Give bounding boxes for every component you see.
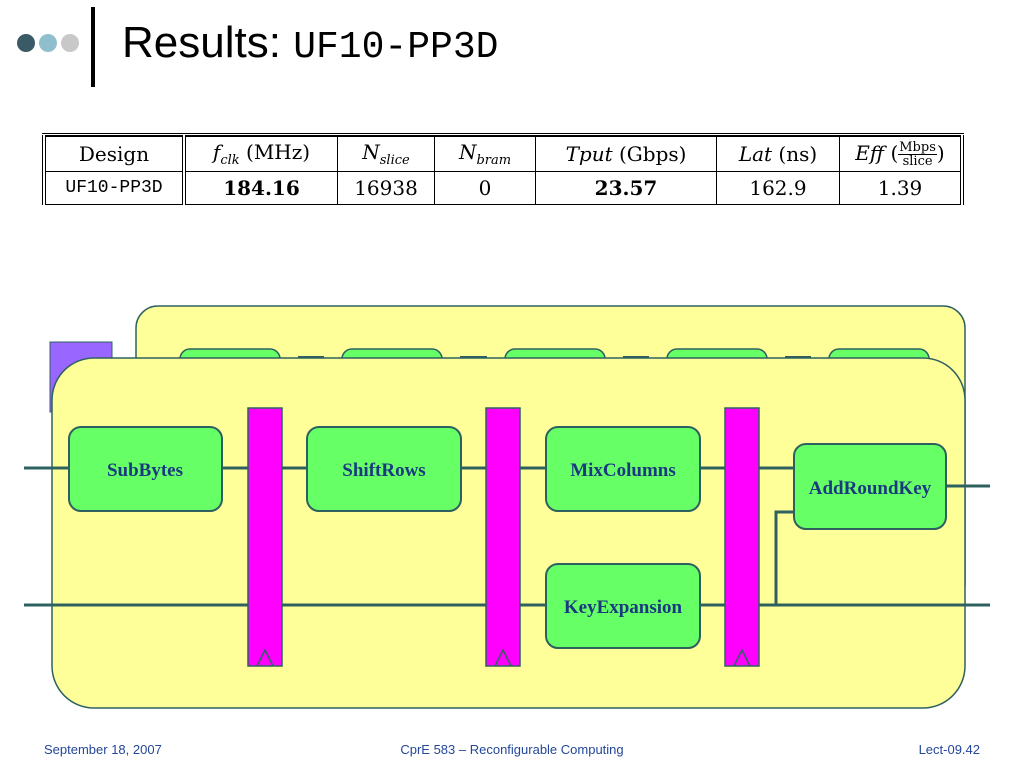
cell-fclk: 184.16 [183, 171, 338, 205]
header-fclk: fclk (MHz) [183, 135, 338, 172]
keyexpansion-label: KeyExpansion [564, 597, 683, 618]
footer-course: CprE 583 – Reconfigurable Computing [400, 742, 624, 757]
shiftrows-block: ShiftRows [306, 426, 462, 512]
table-header-row: Design fclk (MHz) Nslice Nbram Tput (Gbp… [42, 135, 964, 172]
cell-eff: 1.39 [839, 171, 964, 205]
title-design: UF10-PP3D [293, 26, 499, 69]
pipeline-register-3 [724, 407, 760, 667]
cell-nbram: 0 [434, 171, 536, 205]
footer-lecture: Lect-09.42 [918, 742, 980, 757]
mixcolumns-label: MixColumns [570, 460, 676, 481]
header-design: Design [42, 135, 186, 172]
page-title: Results: UF10-PP3D [122, 18, 498, 69]
cell-lat: 162.9 [716, 171, 840, 205]
subbytes-block: SubBytes [68, 426, 223, 512]
addroundkey-label: AddRoundKey [809, 478, 932, 499]
header-nbram: Nbram [434, 135, 536, 172]
shiftrows-label: ShiftRows [342, 460, 425, 481]
header-tput: Tput (Gbps) [535, 135, 717, 172]
keyexpansion-block: KeyExpansion [545, 563, 701, 649]
title-divider [91, 7, 95, 87]
wire-key-to-addroundkey [774, 510, 794, 605]
table-row: UF10-PP3D 184.16 16938 0 23.57 162.9 1.3… [42, 171, 964, 205]
title-prefix: Results: [122, 18, 281, 67]
bullet-dots-icon [17, 34, 87, 54]
mixcolumns-block: MixColumns [545, 426, 701, 512]
pipeline-register-2 [485, 407, 521, 667]
pipeline-register-1 [247, 407, 283, 667]
results-table: Design fclk (MHz) Nslice Nbram Tput (Gbp… [42, 135, 964, 205]
subbytes-label: SubBytes [107, 460, 183, 481]
cell-tput: 23.57 [535, 171, 717, 205]
cell-design: UF10-PP3D [42, 171, 186, 205]
dot-dark [17, 34, 35, 52]
dot-light-blue [39, 34, 57, 52]
footer-date: September 18, 2007 [44, 742, 162, 757]
header-lat: Lat (ns) [716, 135, 840, 172]
table-top-rule [42, 133, 964, 134]
cell-nslice: 16938 [337, 171, 435, 205]
dot-grey [61, 34, 79, 52]
addroundkey-block: AddRoundKey [793, 443, 947, 530]
